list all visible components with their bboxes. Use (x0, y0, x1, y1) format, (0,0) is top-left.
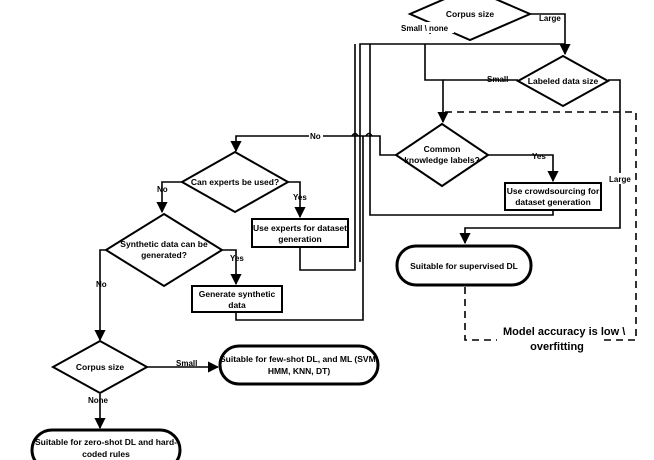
label-zero-shot-2: coded rules (82, 449, 130, 459)
label-common-knowledge-2: knowledge labels? (404, 155, 480, 165)
edge-crossing-2 (365, 132, 373, 137)
label-model-accuracy-2: overfitting (530, 341, 584, 353)
label-supervised-dl: Suitable for supervised DL (410, 261, 518, 271)
label-crowdsourcing-2: dataset generation (515, 197, 591, 207)
decision-corpus-size-bottom: Corpus size (50, 339, 150, 395)
label-synthetic-question-2: generated? (141, 250, 187, 260)
label-experts-question: Can experts be used? (191, 177, 279, 187)
edge-label-small-labeled: Small (487, 75, 508, 84)
decision-synthetic-data: Synthetic data can be generated? (104, 212, 224, 288)
edge-to-common-knowledge (424, 44, 449, 124)
edge-label-no-common: No (310, 132, 321, 141)
label-few-shot-1: Suitable for few-shot DL, and ML (SVM, (220, 354, 378, 364)
process-crowdsourcing: Use crowdsourcing for dataset generation (504, 182, 602, 211)
label-labeled-data-size: Labeled data size (528, 76, 599, 86)
edge-synthetic-return (235, 136, 364, 321)
label-zero-shot-1: Suitable for zero-shot DL and hard- (35, 437, 177, 447)
edge-dashed-supervised (464, 287, 497, 341)
terminal-supervised-dl: Suitable for supervised DL (395, 244, 533, 287)
edge-label-yes-experts: Yes (293, 193, 307, 202)
decision-labeled-data-size: Labeled data size (515, 54, 611, 108)
edge-synthetic-yes (222, 249, 242, 286)
label-synthetic-question-1: Synthetic data can be (120, 239, 208, 249)
label-experts-box-1: Use experts for dataset (253, 223, 347, 233)
decision-experts: Can experts be used? (179, 150, 291, 214)
edge-synthetic-no (94, 249, 106, 342)
edge-experts-no (156, 181, 182, 214)
edge-label-none-bottom: None (88, 396, 109, 405)
edge-label-large-top: Large (539, 14, 561, 23)
connectors (94, 12, 637, 430)
edge-common-no (230, 135, 396, 156)
edge-label-small-none: Small \ none (401, 24, 449, 33)
terminal-few-shot: Suitable for few-shot DL, and ML (SVM, H… (218, 344, 380, 386)
note-model-accuracy: Model accuracy is low \ overfitting (503, 326, 625, 353)
edge-common-yes (488, 154, 559, 183)
label-common-knowledge-1: Common (424, 144, 461, 154)
edge-label-no-experts: No (157, 185, 168, 194)
decision-common-knowledge: Common knowledge labels? (394, 122, 490, 188)
edge-crossing-1 (351, 132, 359, 137)
edge-labeled-large (459, 79, 621, 245)
edge-labels: Small \ none Large Small Large Yes No No… (88, 14, 632, 405)
label-corpus-size-top: Corpus size (446, 9, 494, 19)
edge-corpus-large (530, 13, 571, 56)
edge-label-yes-common: Yes (532, 152, 546, 161)
label-synthetic-box-1: Generate synthetic (199, 289, 276, 299)
edge-label-no-synthetic: No (96, 280, 107, 289)
edge-experts-yes (287, 181, 306, 219)
label-corpus-size-bottom: Corpus size (76, 362, 124, 372)
process-experts: Use experts for dataset generation (251, 218, 349, 248)
terminal-zero-shot: Suitable for zero-shot DL and hard- code… (30, 428, 182, 460)
decision-corpus-size-top: Corpus size (407, 0, 533, 42)
edge-label-yes-synthetic: Yes (230, 254, 244, 263)
label-model-accuracy-1: Model accuracy is low \ (503, 326, 625, 338)
label-crowdsourcing-1: Use crowdsourcing for (507, 186, 600, 196)
label-experts-box-2: generation (278, 234, 321, 244)
edge-experts-return (299, 44, 356, 271)
edge-label-small-bottom: Small (176, 359, 197, 368)
edge-dashed-large (445, 111, 637, 341)
process-synthetic-data: Generate synthetic data (191, 285, 283, 313)
edge-crowdsourcing-return (369, 44, 554, 216)
edge-label-large-labeled: Large (609, 175, 631, 184)
edge-small-none-horizontal (359, 43, 565, 262)
label-few-shot-2: HMM, KNN, DT) (268, 366, 330, 376)
label-synthetic-box-2: data (228, 300, 246, 310)
